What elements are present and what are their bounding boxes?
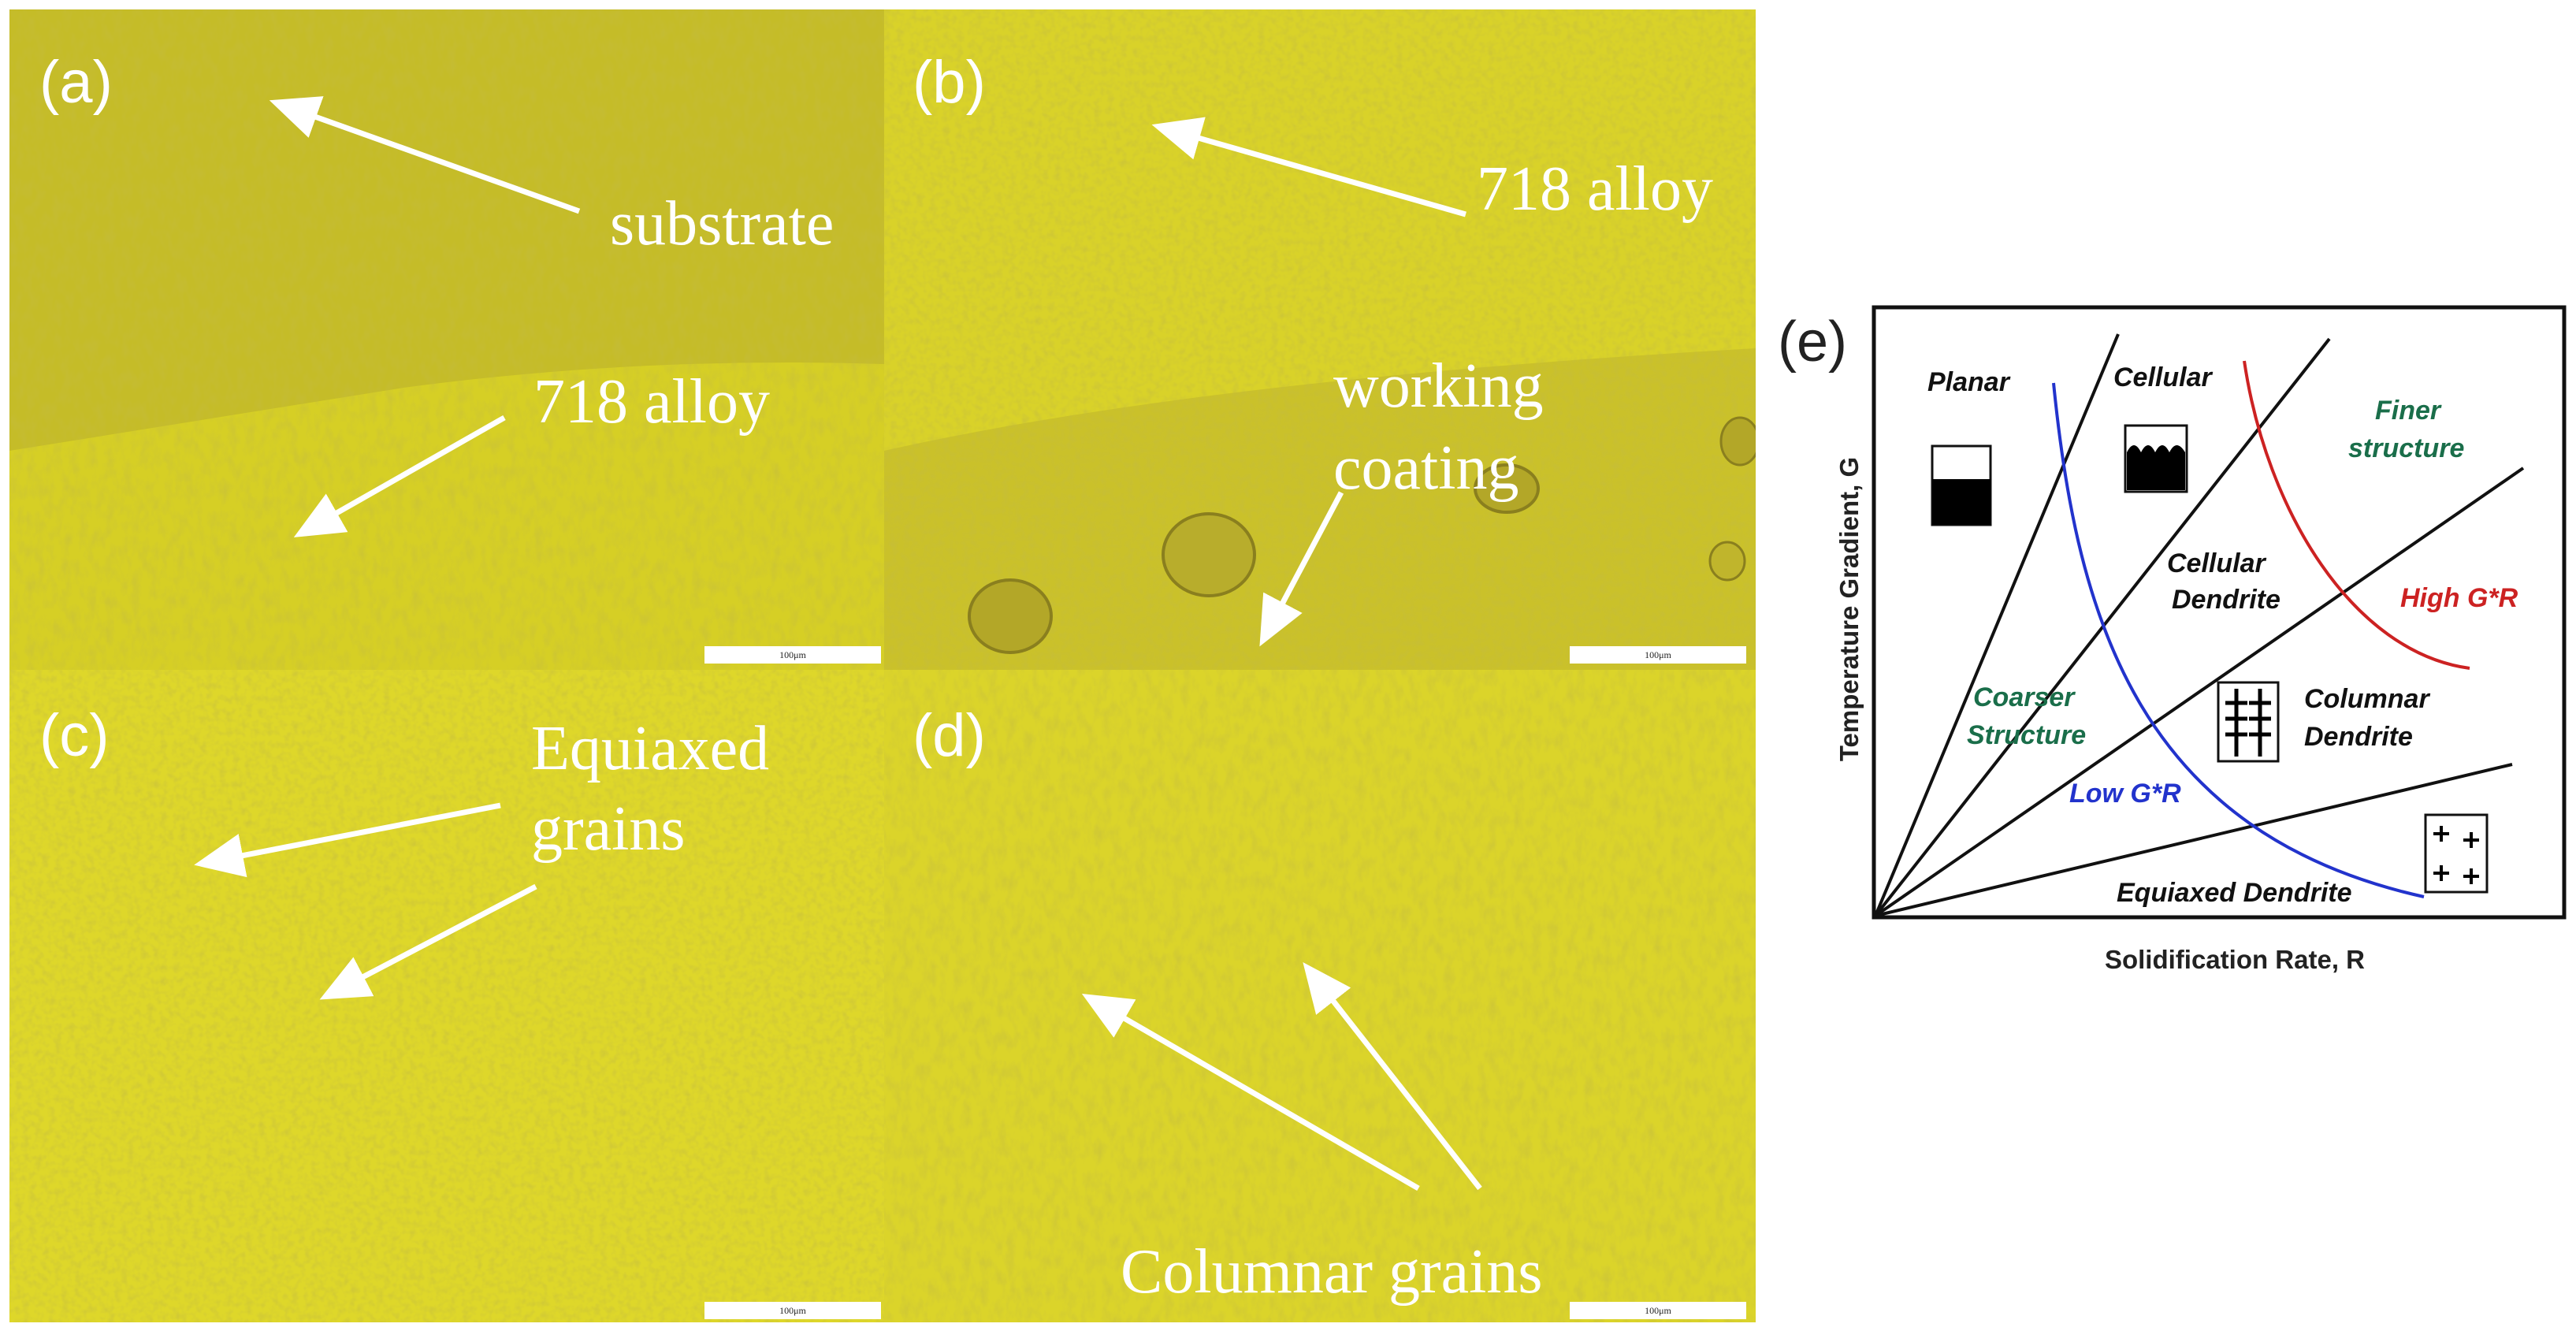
boundary-dendrite-columnar xyxy=(1874,467,2525,917)
annotation-working: working xyxy=(1333,351,1544,421)
y-axis-label: Temperature Gradient, G xyxy=(1834,457,1864,761)
label-cellular: Cellular xyxy=(2113,362,2213,392)
annotation-718-alloy-b: 718 alloy xyxy=(1477,154,1713,224)
label-finer-1: Finer xyxy=(2375,396,2442,426)
label-coarser-2: Structure xyxy=(1967,720,2086,750)
planar-icon xyxy=(1931,444,1992,526)
label-cellular-dendrite-1: Cellular xyxy=(2167,548,2266,578)
scale-bar-d: 100μm xyxy=(1570,1302,1746,1319)
scale-bar-b: 100μm xyxy=(1570,646,1746,664)
cellular-icon xyxy=(2124,424,2188,493)
scale-bar-c: 100μm xyxy=(704,1302,881,1319)
label-planar: Planar xyxy=(1927,367,2011,397)
boundary-columnar-equiaxed xyxy=(1875,763,2513,917)
label-low-gr: Low G*R xyxy=(2069,779,2181,809)
label-equiaxed-dendrite: Equiaxed Dendrite xyxy=(2117,878,2352,908)
label-columnar-dendrite-2: Dendrite xyxy=(2304,722,2413,752)
micrograph-panel-a: (a) substrate 718 alloy 100μm xyxy=(9,9,884,670)
micrograph-d-image xyxy=(884,670,1756,1322)
panel-label-a: (a) xyxy=(39,49,113,116)
annotation-grains: grains xyxy=(531,794,686,864)
solidification-map-diagram: (e) xyxy=(1770,290,2574,999)
x-axis-label: Solidification Rate, R xyxy=(2105,945,2365,974)
label-finer-2: structure xyxy=(2348,433,2464,463)
label-columnar-dendrite-1: Columnar xyxy=(2304,684,2430,714)
annotation-substrate: substrate xyxy=(610,189,835,258)
panel-label-b: (b) xyxy=(913,49,986,116)
annotation-columnar-grains: Columnar grains xyxy=(1121,1237,1543,1307)
micrograph-panel-b: (b) 718 alloy working coating 100μm xyxy=(884,9,1756,670)
label-coarser-1: Coarser xyxy=(1973,682,2076,712)
scale-bar-a: 100μm xyxy=(704,646,881,664)
columnar-dendrite-icon xyxy=(2217,681,2280,763)
panel-label-c: (c) xyxy=(39,702,110,769)
curve-low-gr xyxy=(2052,382,2425,898)
panel-label-e: (e) xyxy=(1778,310,1847,374)
label-high-gr: High G*R xyxy=(2400,583,2518,613)
micrograph-a-image xyxy=(9,9,884,670)
boundary-planar-cellular xyxy=(1874,333,2120,916)
label-cellular-dendrite-2: Dendrite xyxy=(2172,585,2280,615)
micrograph-b-image xyxy=(884,9,1756,670)
curve-high-gr xyxy=(2243,360,2470,670)
equiaxed-dendrite-icon xyxy=(2424,813,2489,894)
annotation-coating: coating xyxy=(1333,433,1519,503)
micrograph-panel-c: (c) Equiaxed grains 100μm xyxy=(9,670,884,1322)
micrograph-panel-d: (d) Columnar grains 100μm xyxy=(884,670,1756,1322)
annotation-718-alloy-a: 718 alloy xyxy=(533,367,770,437)
panel-label-d: (d) xyxy=(913,702,986,769)
annotation-equiaxed: Equiaxed xyxy=(531,714,770,783)
